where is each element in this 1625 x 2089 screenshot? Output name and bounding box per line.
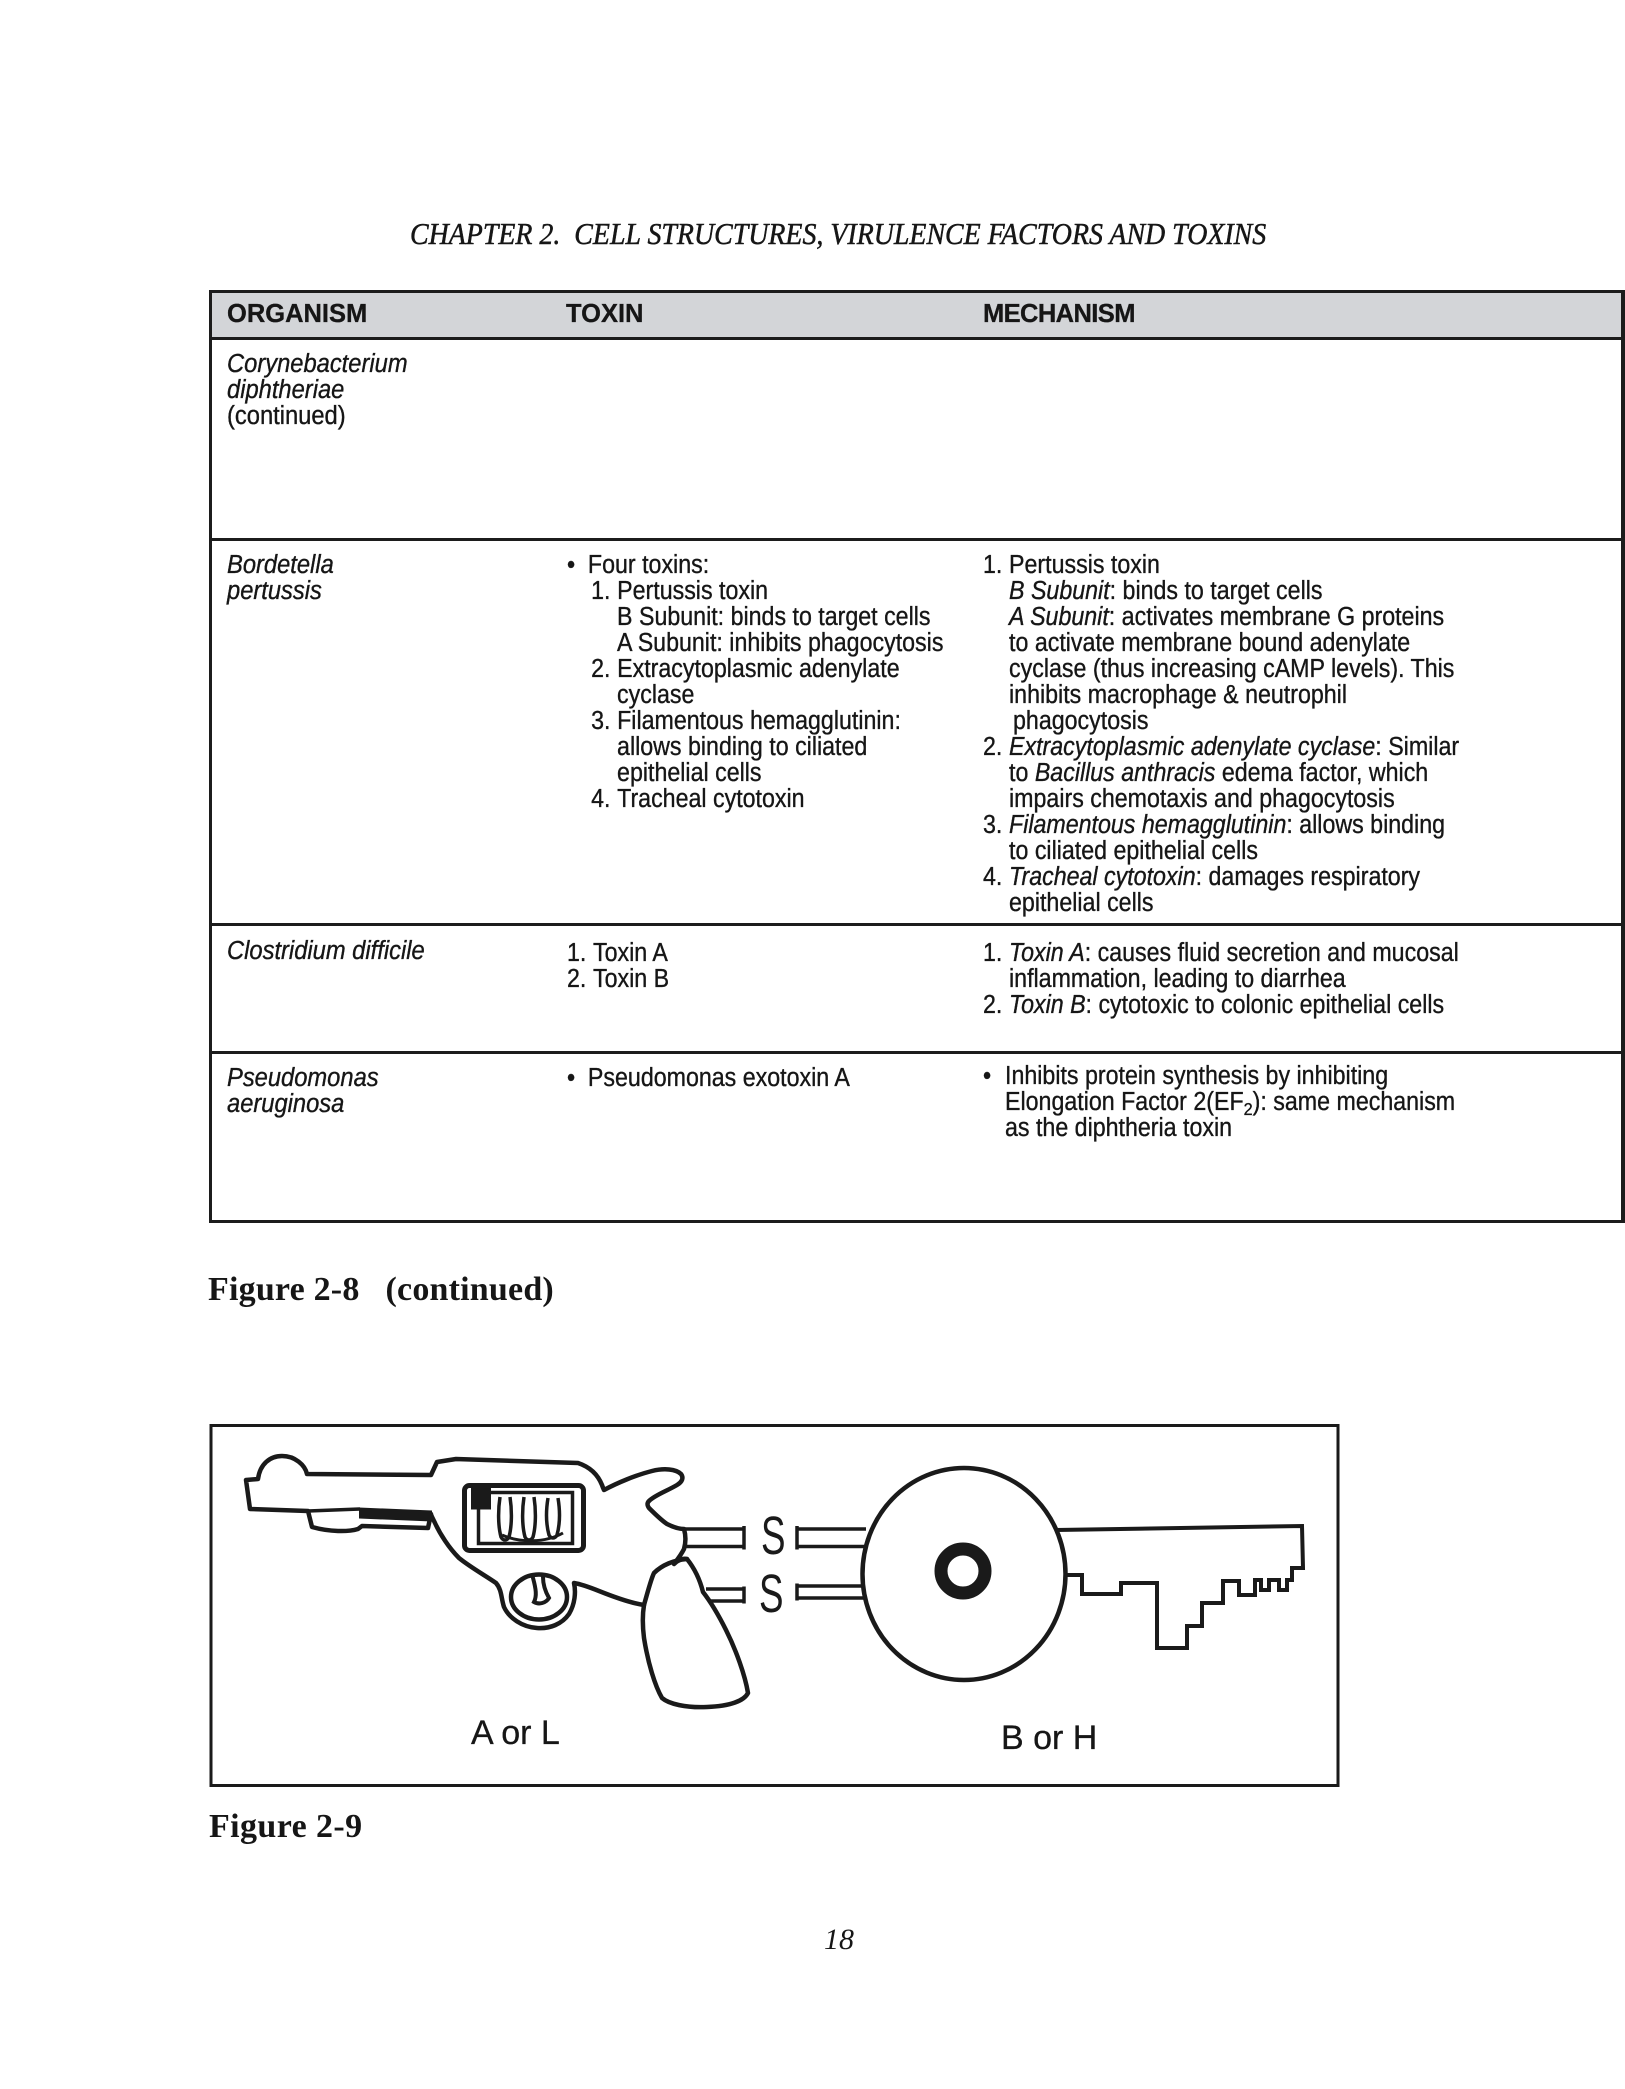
svg-text:S: S — [759, 1563, 783, 1624]
svg-text:S: S — [761, 1505, 785, 1566]
